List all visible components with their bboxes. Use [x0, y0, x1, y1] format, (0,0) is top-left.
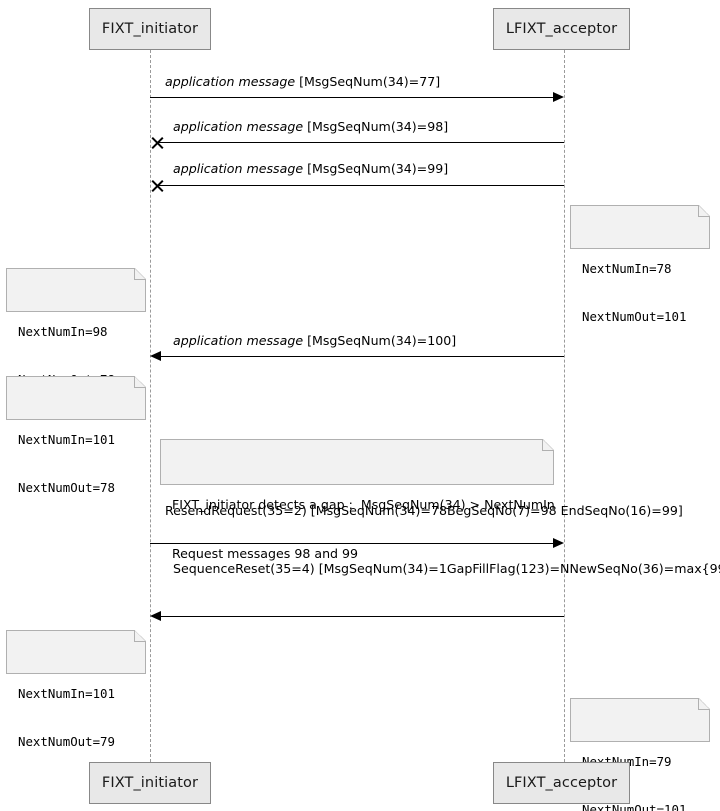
- message-label-msg-98: application message [MsgSeqNum(34)=98]: [173, 119, 448, 135]
- message-label-sequence-reset-line3: NewSeqNo(36)=max{99,LFIXT_acceptor.NextN…: [569, 561, 720, 576]
- message-line-msg-98: [157, 142, 564, 143]
- arrowhead-sequence-reset: [150, 611, 161, 621]
- note-initiator-state-3-line1: NextNumIn=101: [18, 686, 115, 701]
- note-initiator-state-2: NextNumIn=101 NextNumOut=78: [6, 376, 146, 495]
- participant-acceptor-top[interactable]: LFIXT_acceptor: [493, 8, 630, 50]
- message-label-resend-request-line1: ResendRequest(35=2) [MsgSeqNum(34)=78: [165, 503, 447, 518]
- note-gap-detected: FIXT_initiator detects a gap : MsgSeqNum…: [160, 439, 555, 561]
- note-acceptor-state-1-line1: NextNumIn=78: [582, 261, 672, 276]
- message-label-msg-77: application message [MsgSeqNum(34)=77]: [165, 74, 440, 90]
- lifeline-acceptor: [564, 50, 565, 762]
- arrowhead-resend-request: [553, 538, 564, 548]
- message-line-msg-99: [157, 185, 564, 186]
- note-fold-corner-icon: [134, 630, 146, 642]
- message-label-msg-100-italic: application message: [173, 333, 304, 348]
- arrowhead-msg-77: [553, 92, 564, 102]
- message-label-msg-99-italic: application message: [173, 161, 304, 176]
- participant-acceptor-bottom[interactable]: LFIXT_acceptor: [493, 762, 630, 804]
- note-initiator-state-3-line2: NextNumOut=79: [18, 734, 115, 749]
- note-fold-corner-icon: [542, 439, 554, 451]
- arrowhead-msg-100: [150, 351, 161, 361]
- message-line-msg-77: [150, 97, 554, 98]
- participant-initiator-bottom-label: FIXT_initiator: [101, 775, 199, 791]
- message-label-msg-98-italic: application message: [173, 119, 304, 134]
- note-acceptor-state-2: NextNumIn=79 NextNumOut=101: [570, 698, 710, 811]
- participant-initiator-top[interactable]: FIXT_initiator: [89, 8, 211, 50]
- message-label-sequence-reset-line3-pre: NewSeqNo(36)=max{99,: [569, 561, 720, 576]
- note-initiator-state-2-line2: NextNumOut=78: [18, 480, 115, 495]
- note-fold-corner-icon: [134, 268, 146, 280]
- note-fold-corner-icon: [134, 376, 146, 388]
- note-acceptor-state-2-line2: NextNumOut=101: [582, 802, 687, 811]
- note-initiator-state-1: NextNumIn=98 NextNumOut=78: [6, 268, 146, 387]
- participant-initiator-bottom[interactable]: FIXT_initiator: [89, 762, 211, 804]
- message-line-sequence-reset: [161, 616, 564, 617]
- note-fold-corner-icon: [698, 205, 710, 217]
- message-label-msg-98-plain: [MsgSeqNum(34)=98]: [303, 119, 449, 134]
- note-acceptor-state-1-line2: NextNumOut=101: [582, 309, 687, 324]
- participant-acceptor-bottom-label: LFIXT_acceptor: [505, 775, 618, 791]
- message-label-msg-77-plain: [MsgSeqNum(34)=77]: [295, 74, 441, 89]
- message-label-resend-request-line2: BegSeqNo(7)=98 EndSeqNo(16)=99]: [446, 503, 683, 518]
- lost-message-x-msg-99: [150, 178, 165, 193]
- message-label-msg-100: application message [MsgSeqNum(34)=100]: [173, 333, 456, 349]
- message-label-msg-100-plain: [MsgSeqNum(34)=100]: [303, 333, 457, 348]
- message-label-sequence-reset-line1: SequenceReset(35=4) [MsgSeqNum(34)=1: [173, 561, 447, 576]
- message-label-sequence-reset-line2: GapFillFlag(123)=N: [446, 561, 570, 576]
- message-label-msg-99-plain: [MsgSeqNum(34)=99]: [303, 161, 449, 176]
- lifeline-initiator: [150, 50, 151, 762]
- message-line-resend-request: [150, 543, 554, 544]
- message-label-msg-77-italic: application message: [165, 74, 296, 89]
- message-label-sequence-reset: SequenceReset(35=4) [MsgSeqNum(34)=1GapF…: [173, 561, 720, 577]
- note-gap-detected-line2: Request messages 98 and 99: [172, 546, 359, 561]
- participant-initiator-top-label: FIXT_initiator: [101, 21, 199, 37]
- participant-acceptor-top-label: LFIXT_acceptor: [505, 21, 618, 37]
- note-initiator-state-2-line1: NextNumIn=101: [18, 432, 115, 447]
- note-acceptor-state-1: NextNumIn=78 NextNumOut=101: [570, 205, 710, 324]
- note-initiator-state-1-line1: NextNumIn=98: [18, 324, 108, 339]
- note-gap-detected-line1: FIXT_initiator detects a gap : MsgSeqNum…: [172, 496, 555, 512]
- note-initiator-state-3: NextNumIn=101 NextNumOut=79: [6, 630, 146, 749]
- message-label-msg-99: application message [MsgSeqNum(34)=99]: [173, 161, 448, 177]
- message-line-msg-100: [161, 356, 564, 357]
- message-label-resend-request: ResendRequest(35=2) [MsgSeqNum(34)=78Beg…: [165, 503, 683, 519]
- lost-message-x-msg-98: [150, 135, 165, 150]
- note-fold-corner-icon: [698, 698, 710, 710]
